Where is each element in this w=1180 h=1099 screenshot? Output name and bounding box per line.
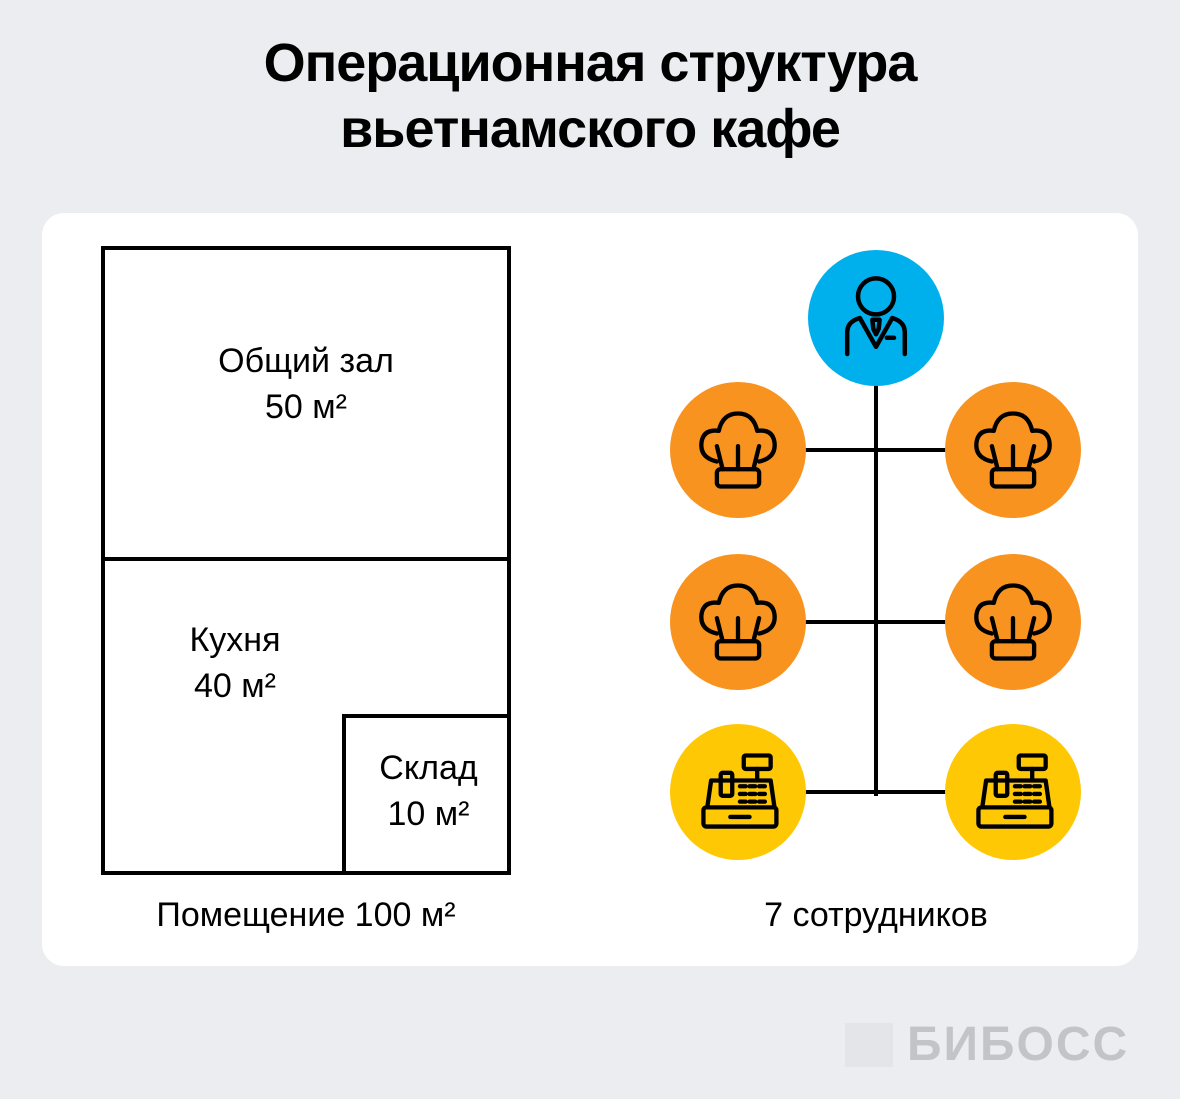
org-branch-line-3 (800, 790, 950, 794)
chef-node-2 (945, 382, 1081, 518)
logo-text: БИБОСС (907, 1018, 1130, 1071)
org-branch-line-1 (800, 448, 950, 452)
room-hall (101, 246, 511, 561)
title-line-2: вьетнамского кафе (340, 99, 841, 159)
brand-logo: БИБОСС (845, 1017, 1129, 1072)
org-branch-line-2 (800, 620, 950, 624)
org-caption: 7 сотрудников (764, 896, 988, 934)
cash-register-icon (976, 753, 1054, 829)
chef-node-1 (670, 382, 806, 518)
cashier-node-2 (945, 724, 1081, 860)
chef-hat-icon (974, 583, 1052, 661)
manager-node (808, 250, 944, 386)
logo-mark-icon (845, 1022, 893, 1067)
cashier-node-1 (670, 724, 806, 860)
chef-node-3 (670, 554, 806, 690)
chef-node-4 (945, 554, 1081, 690)
floorplan-caption: Помещение 100 м² (156, 896, 456, 934)
chef-hat-icon (974, 411, 1052, 489)
cash-register-icon (701, 753, 779, 829)
room-storage (342, 714, 511, 875)
chef-hat-icon (699, 411, 777, 489)
page-title: Операционная структура вьетнамского кафе (0, 30, 1180, 162)
manager-icon (844, 276, 908, 357)
title-line-1: Операционная структура (263, 33, 918, 93)
chef-hat-icon (699, 583, 777, 661)
org-trunk-line (874, 370, 878, 796)
